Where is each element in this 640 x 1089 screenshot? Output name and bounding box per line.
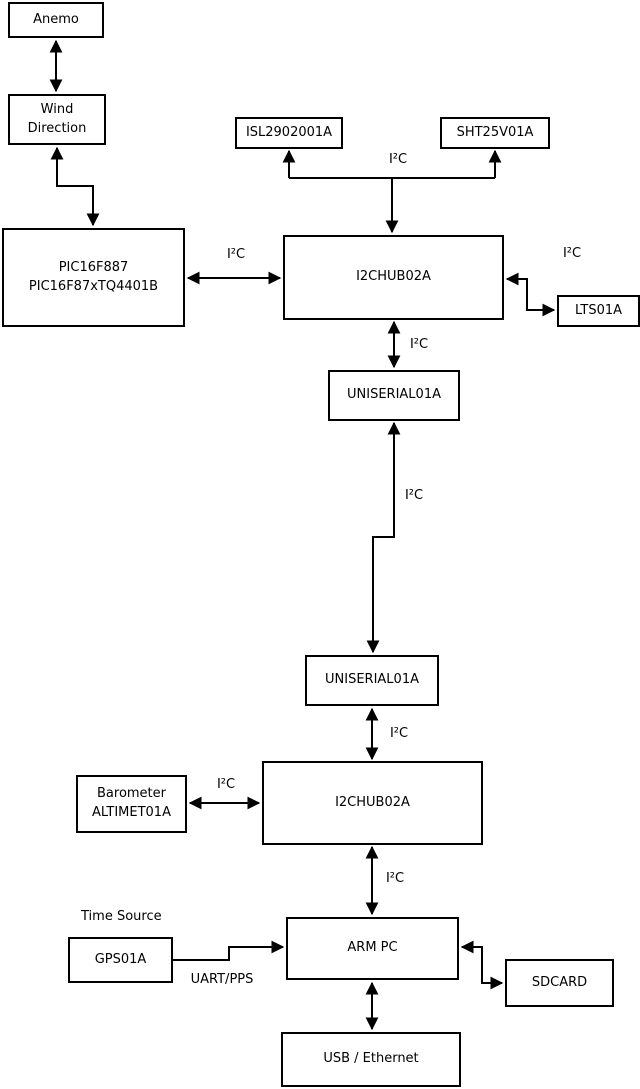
node-pic-label: PIC16F887 PIC16F87xTQ4401B — [28, 259, 159, 294]
edge-armpc-sdcard — [460, 940, 504, 990]
node-wind-direction-label: Wind Direction — [27, 101, 87, 136]
node-usb-ethernet-label: USB / Ethernet — [323, 1051, 419, 1067]
annotation-time-source: Time Source — [81, 909, 162, 924]
node-sht25v01a-label: SHT25V01A — [456, 124, 534, 140]
node-anemo-label: Anemo — [33, 11, 79, 27]
edge-label-i2c-hub2-armpc: I²C — [385, 871, 405, 886]
node-isl2902001a: ISL2902001A — [235, 117, 343, 149]
node-gps01a: GPS01A — [68, 937, 173, 983]
node-wind-direction: Wind Direction — [8, 94, 106, 145]
edge-label-uart-pps: UART/PPS — [190, 972, 254, 987]
edge-label-i2c-baro-hub2: I²C — [216, 777, 236, 792]
node-uniserial-2-label: UNISERIAL01A — [325, 672, 419, 688]
node-i2chub-2: I2CHUB02A — [262, 761, 483, 845]
edge-uniserial1-uniserial2 — [366, 421, 401, 654]
node-i2chub-1: I2CHUB02A — [283, 235, 504, 320]
edge-i2chub1-lts — [505, 272, 556, 317]
node-usb-ethernet: USB / Ethernet — [281, 1032, 461, 1087]
edge-gps-armpc — [173, 940, 285, 961]
node-barometer-label: Barometer ALTIMET01A — [92, 786, 171, 820]
edge-label-i2c-hub1-lts: I²C — [562, 246, 582, 261]
edge-label-i2c-hub1-bus: I²C — [388, 152, 408, 167]
node-uniserial-1-label: UNISERIAL01A — [347, 387, 441, 403]
node-arm-pc: ARM PC — [286, 917, 459, 980]
node-arm-pc-label: ARM PC — [347, 940, 398, 956]
node-uniserial-1: UNISERIAL01A — [328, 370, 460, 421]
node-barometer: Barometer ALTIMET01A — [76, 775, 187, 833]
edge-label-i2c-uni1-uni2: I²C — [404, 488, 424, 503]
node-uniserial-2: UNISERIAL01A — [305, 655, 439, 706]
node-sht25v01a: SHT25V01A — [440, 117, 550, 149]
node-i2chub-1-label: I2CHUB02A — [356, 269, 431, 285]
edge-label-i2c-hub1-uni1: I²C — [409, 337, 429, 352]
edge-label-i2c-pic-hub1: I²C — [226, 247, 246, 262]
node-lts01a-label: LTS01A — [574, 302, 623, 318]
node-gps01a-label: GPS01A — [94, 951, 147, 967]
node-sdcard: SDCARD — [505, 959, 614, 1007]
node-lts01a: LTS01A — [557, 295, 640, 327]
edge-label-i2c-uni2-hub2: I²C — [389, 726, 409, 741]
node-i2chub-2-label: I2CHUB02A — [335, 794, 410, 810]
node-pic: PIC16F887 PIC16F87xTQ4401B — [2, 228, 185, 327]
node-anemo: Anemo — [8, 2, 104, 38]
edge-wind-pic — [50, 146, 100, 227]
node-isl2902001a-label: ISL2902001A — [245, 124, 333, 140]
node-sdcard-label: SDCARD — [531, 974, 588, 990]
